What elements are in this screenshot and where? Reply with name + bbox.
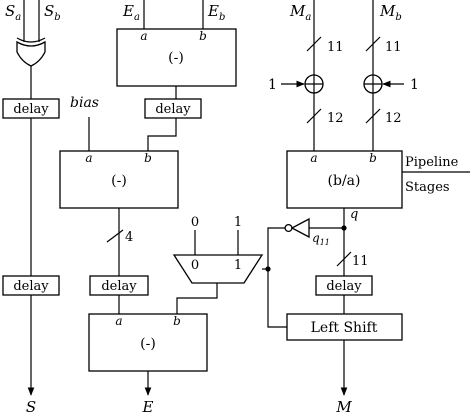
xor-gate: [16, 37, 46, 67]
exp-delay-2-label: delay: [101, 279, 137, 294]
adder-a: [304, 74, 324, 94]
width-11-label-b: 11: [385, 40, 402, 55]
width-11-label-a: 11: [327, 40, 344, 55]
eb-label: Eb: [207, 2, 225, 23]
exp-delay-label: delay: [155, 102, 191, 117]
left-shift-label: Left Shift: [311, 320, 378, 336]
divider-label: (b/a): [328, 173, 361, 189]
mantissa-path: [265, 0, 470, 396]
sign-path: [2, 0, 60, 396]
select-junction: [265, 266, 271, 272]
stages-label: Stages: [405, 180, 450, 195]
adder-b: [363, 74, 383, 94]
mantissa-delay-label: delay: [326, 279, 362, 294]
final-subtract-block: [88, 313, 208, 372]
exp-subtract-label: (-): [168, 50, 184, 66]
mb-label: Mb: [379, 2, 402, 23]
bias-subtract-label: (-): [111, 173, 127, 189]
inverter: [290, 217, 310, 239]
const-one-b: 1: [410, 77, 419, 93]
width-11-label-q: 11: [352, 254, 369, 269]
exp-delay-to-b-wire: [147, 118, 177, 151]
exp-subtract-block: [116, 28, 237, 87]
q-label: q: [350, 207, 358, 222]
port-b-exp: b: [199, 29, 207, 43]
mux-to-b-wire: [176, 283, 218, 314]
const-one-a: 1: [268, 77, 277, 93]
mux-sel1-label: 1: [234, 258, 242, 273]
m-output-label: M: [335, 398, 352, 415]
mux: [172, 254, 264, 284]
width-12-label-a: 12: [327, 111, 344, 126]
bias-label: bias: [70, 95, 99, 111]
mux-in0-label: 0: [191, 215, 199, 230]
port-b-final: b: [173, 314, 181, 328]
pipeline-label: Pipeline: [405, 155, 459, 170]
port-a-exp: a: [140, 29, 147, 43]
width-11-slash-b: [365, 36, 381, 52]
sign-delay-1-label: delay: [13, 102, 49, 117]
bias-subtract-block: [59, 150, 179, 209]
port-a-final: a: [115, 314, 122, 328]
ma-label: Ma: [289, 2, 311, 23]
port-a-bias: a: [85, 151, 92, 165]
port-a-div: a: [310, 151, 317, 165]
sign-delay-2-label: delay: [13, 279, 49, 294]
feedback-wire: [267, 227, 287, 328]
port-b-bias: b: [144, 151, 152, 165]
sa-label: Sa: [5, 2, 21, 23]
width-12-slash-b: [365, 108, 381, 124]
width-11-slash-q: [336, 251, 352, 267]
mux-sel0-label: 0: [191, 258, 199, 273]
exponent-path: [59, 0, 268, 396]
e-output-label: E: [142, 398, 154, 415]
q11-label: q11: [312, 231, 330, 247]
width-12-slash-a: [306, 108, 322, 124]
width-4-slash: [106, 229, 124, 243]
port-b-div: b: [369, 151, 377, 165]
inverter-bubble: [284, 223, 293, 233]
mux-in1-label: 1: [234, 215, 242, 230]
ea-label: Ea: [122, 2, 140, 23]
width-12-label-b: 12: [385, 111, 402, 126]
sb-label: Sb: [44, 2, 61, 23]
exp-delay: [144, 98, 202, 119]
s-output-label: S: [26, 398, 36, 415]
final-subtract-label: (-): [140, 336, 156, 352]
width-11-slash-a: [306, 36, 322, 52]
width-4-label: 4: [125, 230, 133, 245]
